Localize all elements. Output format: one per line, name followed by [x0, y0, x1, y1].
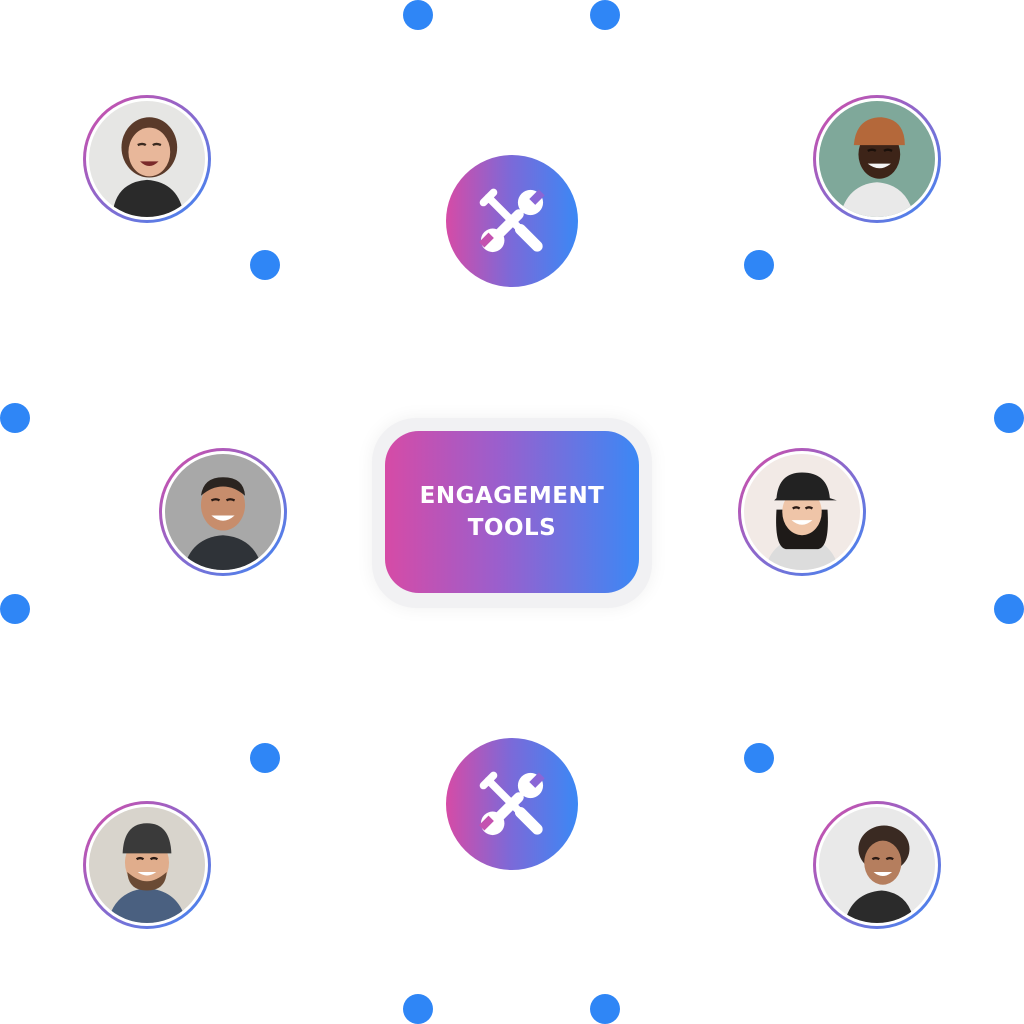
center-card-line1: ENGAGEMENT	[419, 483, 605, 509]
tools-icon	[479, 188, 545, 253]
decorative-dot	[744, 743, 774, 773]
person-avatar-icon	[89, 101, 205, 217]
decorative-dot	[0, 403, 30, 433]
person-avatar-icon	[744, 454, 860, 570]
person-avatar-icon	[819, 101, 935, 217]
tools-icon-bottom	[446, 738, 578, 870]
avatar-top-right	[813, 95, 941, 223]
engagement-tools-card[interactable]: ENGAGEMENT TOOLS	[385, 431, 639, 593]
center-card-line2: TOOLS	[467, 515, 557, 541]
avatar-middle-left	[159, 448, 287, 576]
person-avatar-icon	[165, 454, 281, 570]
decorative-dot	[0, 594, 30, 624]
person-avatar-icon	[89, 807, 205, 923]
avatar-bottom-right	[813, 801, 941, 929]
person-avatar-icon	[819, 807, 935, 923]
decorative-dot	[744, 250, 774, 280]
avatar-bottom-left	[83, 801, 211, 929]
tools-icon-top	[446, 155, 578, 287]
avatar-middle-right	[738, 448, 866, 576]
decorative-dot	[403, 994, 433, 1024]
decorative-dot	[590, 994, 620, 1024]
tools-icon	[479, 771, 545, 836]
decorative-dot	[994, 594, 1024, 624]
decorative-dot	[994, 403, 1024, 433]
decorative-dot	[250, 250, 280, 280]
avatar-top-left	[83, 95, 211, 223]
decorative-dot	[590, 0, 620, 30]
decorative-dot	[403, 0, 433, 30]
decorative-dot	[250, 743, 280, 773]
